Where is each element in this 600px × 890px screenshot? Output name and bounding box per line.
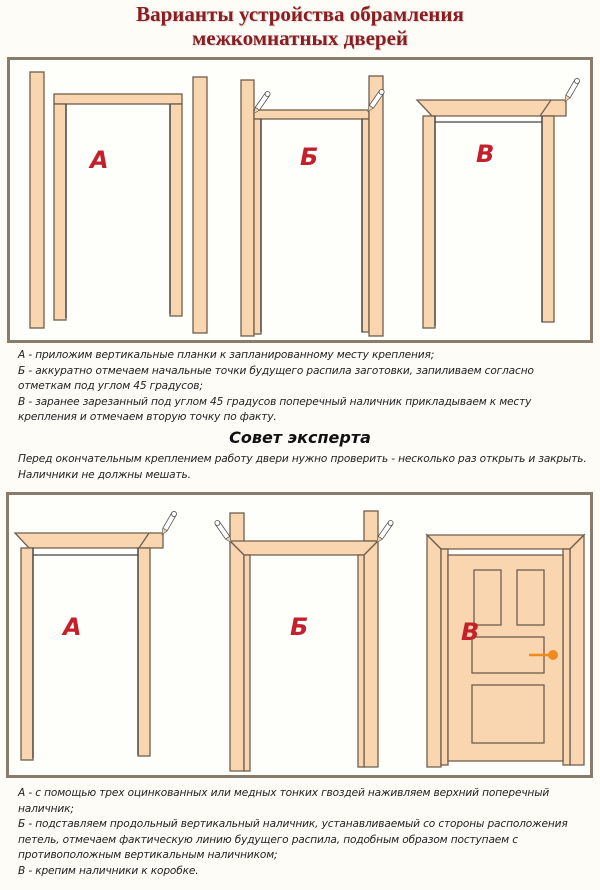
figure-c-door bbox=[425, 533, 586, 768]
figure-label-c: В bbox=[476, 140, 494, 168]
figure-label-a: А bbox=[88, 146, 109, 174]
figure-b-frame bbox=[228, 510, 380, 772]
bottom-step-b: Б - подставляем продольный вертикальный … bbox=[18, 818, 568, 861]
bottom-steps: А - с помощью трех оцинкованных или медн… bbox=[18, 786, 590, 879]
top-diagram: А Б В bbox=[29, 71, 581, 337]
pencil-icon bbox=[159, 510, 178, 537]
top-diagram-panel: А Б В bbox=[7, 57, 593, 343]
top-step-a: А - приложим вертикальные планки к запла… bbox=[18, 349, 435, 361]
bottom-step-c: В - крепим наличники к коробке. bbox=[18, 864, 199, 877]
figure-label-b: Б bbox=[300, 143, 318, 171]
title-line-2: межкомнатных дверей bbox=[191, 26, 409, 50]
advice-title: Совет эксперта bbox=[229, 428, 371, 447]
figure-a-frame bbox=[13, 532, 164, 761]
figure-label-c: В bbox=[461, 618, 479, 646]
figure-label-b: Б bbox=[290, 613, 308, 641]
top-steps: А - приложим вертикальные планки к запла… bbox=[18, 348, 590, 426]
figure-a-frame bbox=[29, 71, 208, 334]
title-line-1: Варианты устройства обрамления bbox=[136, 2, 464, 26]
advice-text: Перед окончательным креплением работу дв… bbox=[18, 453, 587, 481]
door-handle-icon bbox=[529, 650, 558, 660]
figure-c-frame bbox=[415, 99, 567, 329]
bottom-diagram: А Б В bbox=[13, 510, 586, 772]
figure-b-frame bbox=[240, 75, 384, 337]
page-title: Варианты устройства обрамления межкомнат… bbox=[0, 2, 600, 50]
pencil-icon bbox=[562, 77, 581, 104]
figure-label-a: А bbox=[61, 613, 82, 641]
bottom-step-a: А - с помощью трех оцинкованных или медн… bbox=[18, 787, 550, 815]
top-step-b: Б - аккуратно отмечаем начальные точки б… bbox=[18, 364, 534, 393]
top-step-c: В - заранее зарезанный под углом 45 град… bbox=[18, 395, 532, 424]
bottom-diagram-panel: А Б В bbox=[6, 492, 593, 778]
